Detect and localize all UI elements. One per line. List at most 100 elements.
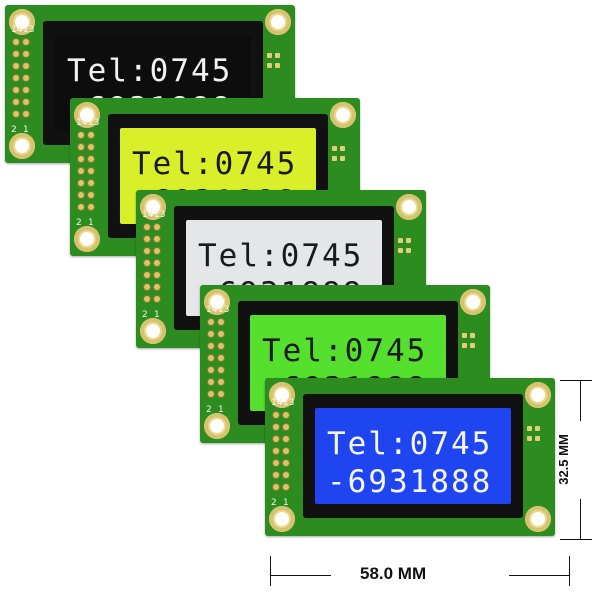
pin xyxy=(78,192,84,198)
mounting-hole xyxy=(269,506,295,532)
pin-label-14: 14 xyxy=(271,398,283,408)
pin-label-2: 2 xyxy=(76,218,82,228)
pin xyxy=(273,460,279,466)
pin-label-14: 14 xyxy=(142,210,154,220)
pin xyxy=(23,39,29,45)
mounting-hole xyxy=(204,289,230,315)
height-dimension: 32.5 MM xyxy=(556,380,592,540)
pin xyxy=(273,472,279,478)
pin xyxy=(144,248,150,254)
mounting-hole xyxy=(140,194,166,220)
pin-label-13: 13 xyxy=(154,210,166,220)
pin xyxy=(273,436,279,442)
pin xyxy=(23,111,29,117)
pin xyxy=(208,355,214,361)
mounting-hole xyxy=(265,9,291,35)
pin xyxy=(218,343,224,349)
pin xyxy=(88,204,94,210)
pin xyxy=(144,296,150,302)
pin-label-1: 1 xyxy=(88,218,94,228)
pin xyxy=(144,272,150,278)
lcd-bezel: Tel:0745 -6931888 xyxy=(303,394,523,518)
pin xyxy=(283,412,289,418)
pin xyxy=(154,260,160,266)
pin-label-14: 14 xyxy=(11,25,23,35)
pin xyxy=(78,180,84,186)
pin xyxy=(218,391,224,397)
pin-label-14: 14 xyxy=(76,118,88,128)
pin-label-2: 2 xyxy=(11,125,17,135)
pin xyxy=(23,63,29,69)
lcd-line-2: -6931888 xyxy=(327,464,493,500)
mounting-hole xyxy=(204,413,230,439)
pin xyxy=(218,367,224,373)
pin xyxy=(88,168,94,174)
backlight-pads xyxy=(332,146,348,168)
backlight-pads xyxy=(462,333,478,355)
pin xyxy=(144,224,150,230)
pin xyxy=(154,284,160,290)
pin xyxy=(78,156,84,162)
pin xyxy=(23,99,29,105)
pin-label-1: 1 xyxy=(23,125,29,135)
mounting-hole xyxy=(74,102,100,128)
pin xyxy=(283,424,289,430)
pin xyxy=(154,236,160,242)
pin xyxy=(208,391,214,397)
backlight-pads xyxy=(267,53,283,75)
pin xyxy=(154,248,160,254)
pin-label-1: 1 xyxy=(154,310,160,320)
lcd-line-1: Tel:0745 xyxy=(327,426,493,462)
pin-label-2: 2 xyxy=(206,405,212,415)
pin xyxy=(13,75,19,81)
mounting-hole xyxy=(330,102,356,128)
pin xyxy=(208,343,214,349)
pin xyxy=(218,331,224,337)
pin xyxy=(13,63,19,69)
pin xyxy=(78,204,84,210)
mounting-hole xyxy=(525,382,551,408)
pin xyxy=(88,156,94,162)
mounting-hole xyxy=(525,506,551,532)
mounting-hole xyxy=(460,289,486,315)
pin xyxy=(13,39,19,45)
pin xyxy=(13,111,19,117)
pin xyxy=(23,75,29,81)
pin xyxy=(283,472,289,478)
mounting-hole xyxy=(140,318,166,344)
pin xyxy=(78,168,84,174)
pin xyxy=(208,379,214,385)
pin-label-13: 13 xyxy=(88,118,100,128)
pin xyxy=(154,296,160,302)
backlight-pads xyxy=(527,426,543,448)
pin xyxy=(88,132,94,138)
lcd-line-1: Tel:0745 xyxy=(262,333,428,369)
pin-label-2: 2 xyxy=(271,498,277,508)
pin xyxy=(88,180,94,186)
pin xyxy=(283,484,289,490)
mounting-hole xyxy=(9,9,35,35)
pin xyxy=(218,319,224,325)
pin xyxy=(273,484,279,490)
pin xyxy=(283,436,289,442)
pin-label-13: 13 xyxy=(23,25,35,35)
pin xyxy=(273,412,279,418)
lcd-line-1: Tel:0745 xyxy=(67,53,233,89)
pin xyxy=(88,144,94,150)
pin-label-13: 13 xyxy=(283,398,295,408)
pin xyxy=(13,99,19,105)
mounting-hole xyxy=(396,194,422,220)
pin xyxy=(144,236,150,242)
pin xyxy=(273,424,279,430)
pin xyxy=(144,260,150,266)
pin xyxy=(208,319,214,325)
pin xyxy=(208,367,214,373)
lcd-line-1: Tel:0745 xyxy=(198,238,364,274)
width-dimension-label: 58.0 MM xyxy=(360,564,427,583)
